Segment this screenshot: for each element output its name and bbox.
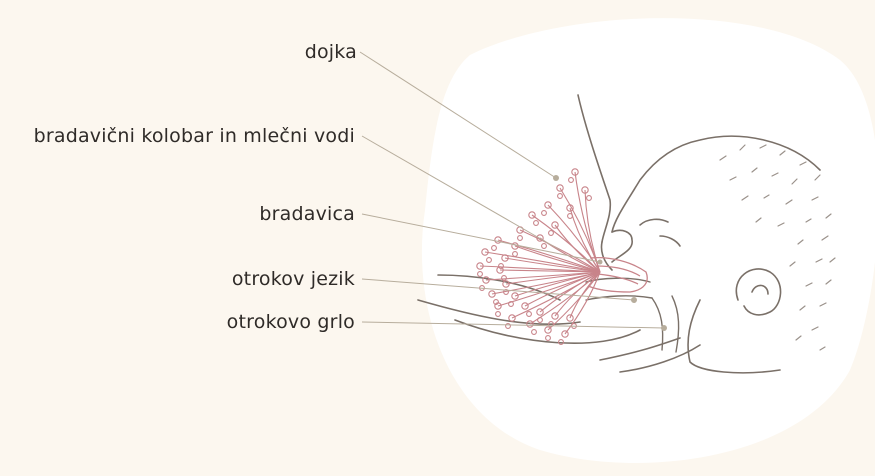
label-otrokov-jezik: otrokov jezik: [232, 268, 355, 290]
leader-dot-jezik: [631, 297, 637, 303]
label-bradavica: bradavica: [259, 203, 355, 225]
label-bradavicni-kolobar: bradavični kolobar in mlečni vodi: [34, 125, 355, 147]
leader-dot-bradavica: [598, 260, 603, 265]
label-otrokovo-grlo: otrokovo grlo: [227, 311, 355, 333]
background-circle: [422, 18, 875, 463]
leader-dot-dojka: [553, 175, 559, 181]
label-dojka: dojka: [305, 41, 357, 63]
leader-dot-grlo: [661, 325, 667, 331]
